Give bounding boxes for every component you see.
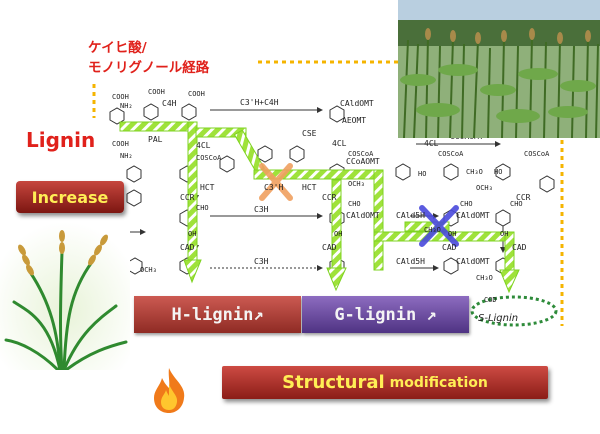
rice-plant-illustration bbox=[0, 222, 130, 370]
chem-coscoa-2: COSCoA bbox=[348, 150, 374, 158]
enzyme-cad-4: CAD bbox=[442, 243, 457, 252]
structural-text: Structural bbox=[282, 372, 385, 393]
enzyme-4cl-2: 4CL bbox=[332, 139, 347, 148]
enzyme-cad: CAD bbox=[180, 243, 195, 252]
chem-oh-4: OH bbox=[500, 230, 508, 238]
chem-och3-2: OCH₃ bbox=[476, 184, 493, 192]
enzyme-caldomt: CAldOMT bbox=[340, 99, 374, 108]
chem-cho-3: CHO bbox=[460, 200, 473, 208]
enzyme-cad-2: CAD bbox=[322, 243, 337, 252]
chem-och3-3: OCH₃ bbox=[140, 266, 157, 274]
blocked-step-cross-blue bbox=[419, 205, 459, 247]
chem-cooh-4: COOH bbox=[112, 140, 129, 148]
chem-coscoa: COSCoA bbox=[196, 154, 222, 162]
pathway-title: ケイヒ酸/ モノリグノール経路 bbox=[88, 38, 258, 84]
enzyme-4cl-3: 4CL bbox=[424, 139, 439, 148]
enzyme-cad-3: CAD bbox=[512, 243, 527, 252]
enzyme-cald5h: CAld5H bbox=[396, 211, 425, 220]
s-lignin-ellipse bbox=[470, 295, 558, 327]
structural-modification-banner: Structural modification bbox=[222, 366, 548, 399]
enzyme-caldomt-4: CAldOMT bbox=[456, 257, 490, 266]
chem-coscoa-4: COSCoA bbox=[524, 150, 550, 158]
chem-cho-4: CHO bbox=[510, 200, 523, 208]
s-lignin-label: S-Lignin bbox=[478, 313, 519, 324]
enzyme-caldomt-3: CAldOMT bbox=[456, 211, 490, 220]
g-lignin-bar: G-lignin ↗ bbox=[302, 296, 469, 333]
enzyme-cse: CSE bbox=[302, 129, 317, 138]
enzyme-c3h-c: C3H bbox=[254, 257, 269, 266]
enzyme-hct: HCT bbox=[200, 183, 215, 192]
flame-icon bbox=[154, 368, 185, 413]
highlight-path bbox=[119, 121, 520, 294]
pathway-title-line2: モノリグノール経路 bbox=[88, 60, 210, 76]
enzyme-4cl: 4CL bbox=[196, 141, 211, 150]
chemical-labels: COOH COOH COOH COOH NH₂ NH₂ COSCoA COSCo… bbox=[112, 88, 550, 304]
chem-cho: CHO bbox=[196, 204, 209, 212]
chem-ch3o-2: CH₃O bbox=[424, 226, 441, 234]
enzyme-ccoaomt-2: CCoAOMT bbox=[346, 157, 380, 166]
chem-cod: COD bbox=[484, 296, 497, 304]
enzyme-c3h-a: C3'H bbox=[264, 183, 283, 192]
enzyme-caldomt-2: CAldOMT bbox=[346, 211, 380, 220]
pathway-title-line1: ケイヒ酸/ bbox=[88, 40, 147, 56]
chem-cooh: COOH bbox=[112, 93, 129, 101]
blocked-step-cross-orange bbox=[259, 163, 293, 201]
enzyme-ccr-3: CCR bbox=[516, 193, 531, 202]
enzyme-aeomt: AEOMT bbox=[342, 116, 366, 125]
chem-coscoa-3: COSCoA bbox=[438, 150, 464, 158]
sorghum-field-photo bbox=[398, 0, 600, 138]
chem-nh2: NH₂ bbox=[120, 102, 133, 110]
enzyme-c4h: C4H bbox=[162, 99, 177, 108]
chem-ho-2: HO bbox=[494, 168, 502, 176]
enzyme-cald5h-2: CAld5H bbox=[396, 257, 425, 266]
chem-cho-2: CHO bbox=[348, 200, 361, 208]
modification-text: modification bbox=[389, 374, 488, 391]
chem-oh: OH bbox=[188, 230, 196, 238]
enzyme-c3h-b: C3H bbox=[254, 205, 269, 214]
chem-nh2-2: NH₂ bbox=[120, 152, 133, 160]
chem-cooh-2: COOH bbox=[148, 88, 165, 96]
chem-och3: OCH₃ bbox=[348, 180, 365, 188]
chem-cooh-3: COOH bbox=[188, 90, 205, 98]
enzyme-pal: PAL bbox=[148, 135, 163, 144]
chem-oh-3: OH bbox=[448, 230, 456, 238]
enzyme-ccr-2: CCR bbox=[322, 193, 337, 202]
chem-ch3o-3: CH₃O bbox=[476, 274, 493, 282]
enzyme-ccr: CCR bbox=[180, 193, 195, 202]
chem-ho: HO bbox=[418, 170, 426, 178]
chem-oh-2: OH bbox=[334, 230, 342, 238]
dotted-frame bbox=[92, 60, 564, 326]
chem-ch3o: CH₃O bbox=[466, 168, 483, 176]
increase-badge: Increase bbox=[16, 181, 124, 213]
h-lignin-bar: H-lignin↗ bbox=[134, 296, 301, 333]
enzyme-c3h-c4h: C3'H+C4H bbox=[240, 98, 279, 107]
lignin-label: Lignin bbox=[26, 128, 96, 152]
enzyme-hct-2: HCT bbox=[302, 183, 317, 192]
enzyme-labels: C4H PAL 4CL C3'H+C4H CSE CAldOMT AEOMT 4… bbox=[148, 98, 531, 266]
